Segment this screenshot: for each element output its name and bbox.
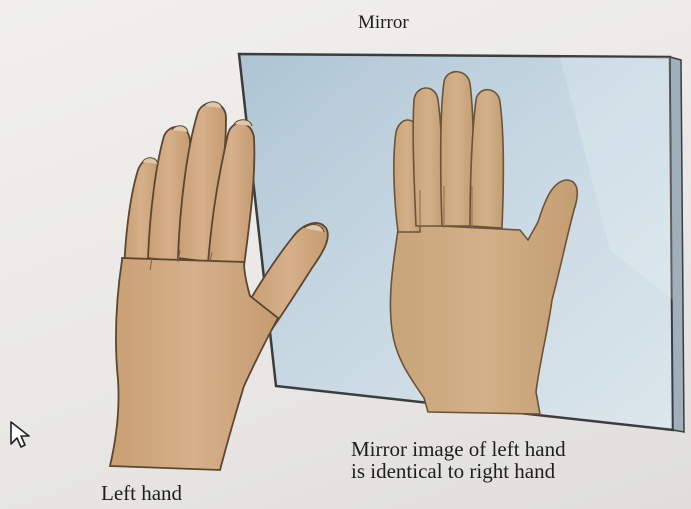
mirror-label: Mirror (358, 12, 409, 34)
mirror-caption-line-2: is identical to right hand (351, 460, 566, 482)
mouse-pointer-icon (8, 420, 34, 450)
mirror-image-caption: Mirror image of left hand is identical t… (351, 438, 566, 482)
left-hand-label: Left hand (101, 481, 182, 506)
mirror-caption-line-1: Mirror image of left hand (351, 438, 566, 460)
